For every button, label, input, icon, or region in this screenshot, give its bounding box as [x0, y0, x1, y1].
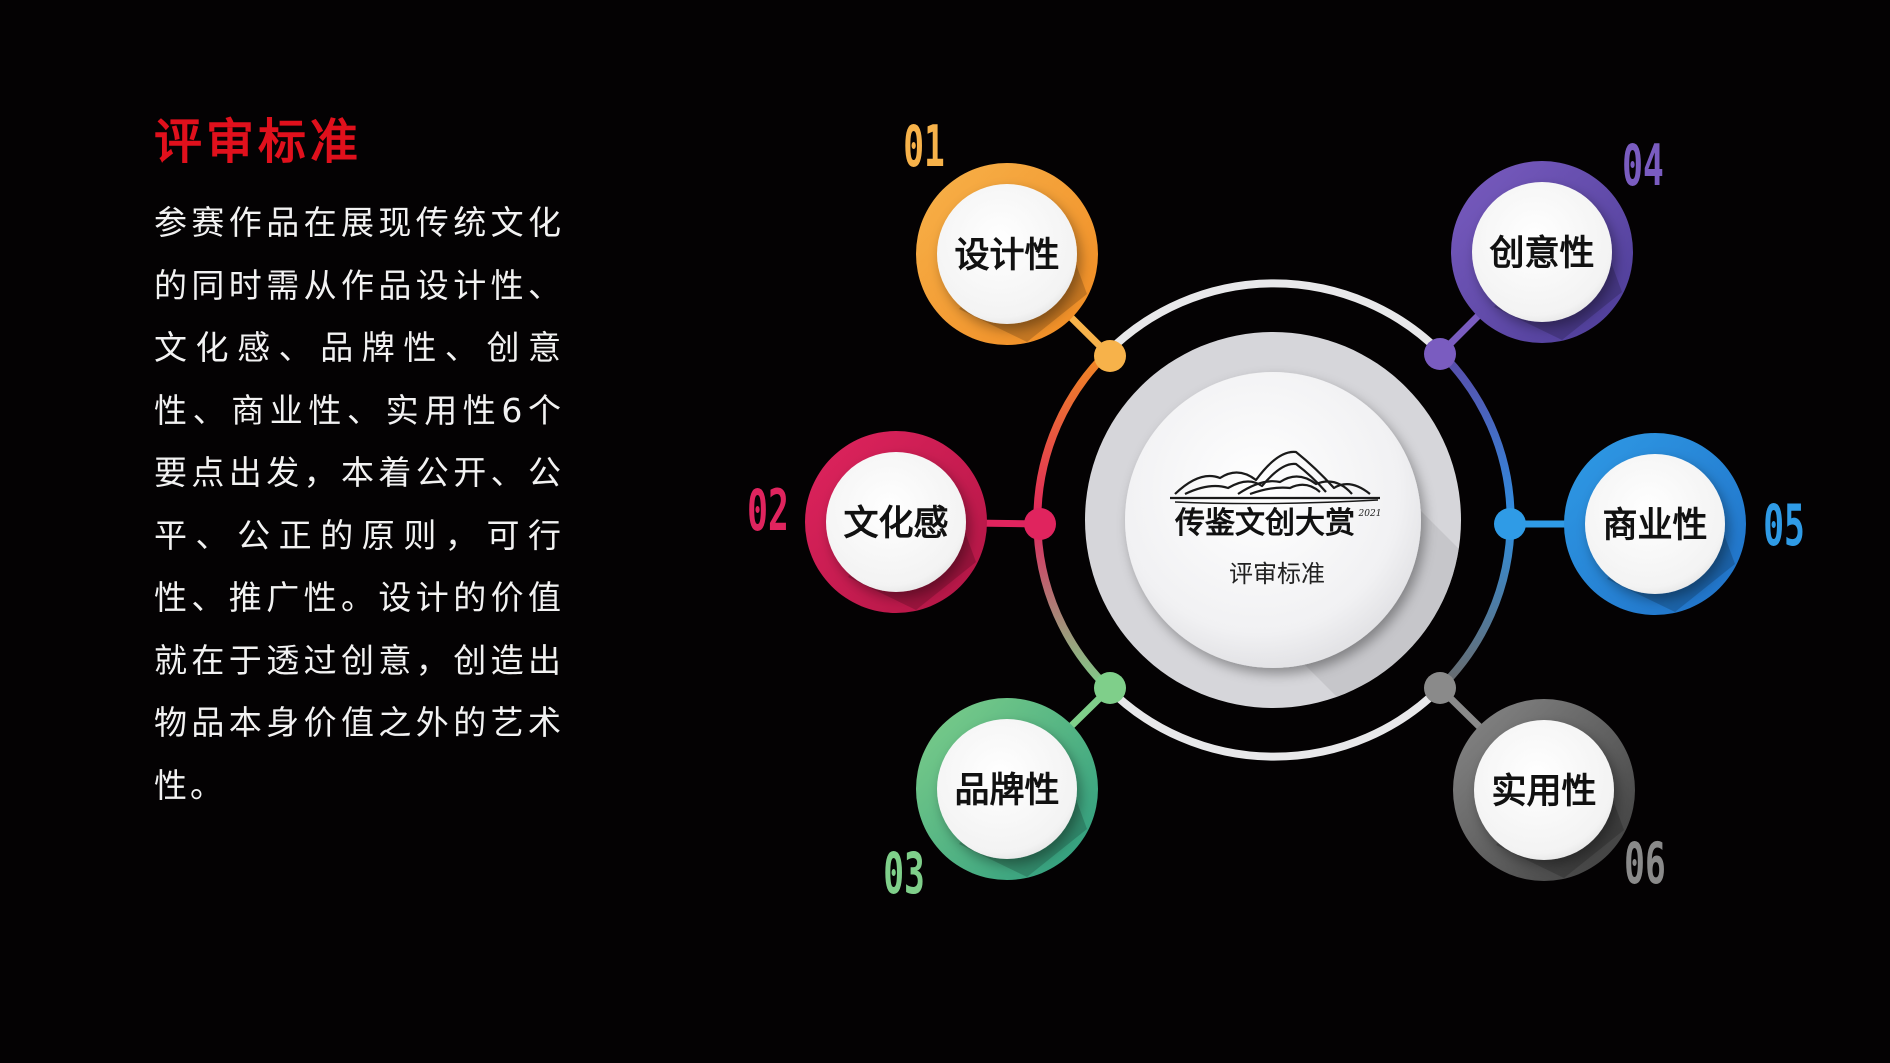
- outer-ring-bottom: [1105, 685, 1443, 761]
- node-face: [826, 452, 966, 592]
- node-face: [1472, 182, 1612, 322]
- node-face: [937, 719, 1077, 859]
- outer-ring-top: [1105, 279, 1443, 355]
- node-label: 品牌性: [954, 770, 1059, 811]
- node-label: 实用性: [1491, 771, 1596, 812]
- node-number: 01: [903, 114, 945, 180]
- left-panel: 评审标准 参赛作品在展现传统文化的同时需从作品设计性、文化感、品牌性、创意性、商…: [154, 112, 564, 817]
- node-label: 商业性: [1602, 505, 1707, 546]
- node-number: 03: [883, 841, 925, 907]
- criterion-node-6: 实用性 06: [1424, 672, 1666, 897]
- center-year: 2021: [1358, 509, 1382, 519]
- node-number: 06: [1624, 831, 1666, 897]
- description-text: 参赛作品在展现传统文化的同时需从作品设计性、文化感、品牌性、创意性、商业性、实用…: [154, 203, 564, 805]
- junction-dot: [1024, 508, 1056, 540]
- criterion-node-4: 创意性 04: [1424, 133, 1664, 370]
- node-face: [1585, 454, 1725, 594]
- page-title: 评审标准: [154, 114, 363, 170]
- node-label: 创意性: [1488, 233, 1594, 274]
- center-subtitle: 评审标准: [1229, 560, 1325, 588]
- node-face: [1474, 720, 1614, 860]
- node-number: 05: [1763, 493, 1805, 559]
- mountain-logo-icon: [1170, 450, 1380, 505]
- node-number: 02: [747, 478, 789, 544]
- center-brand: 传鉴文创大赏: [1174, 506, 1355, 541]
- node-label: 设计性: [954, 235, 1059, 276]
- criterion-node-1: 设计性 01: [903, 114, 1126, 372]
- node-label: 文化感: [843, 503, 948, 544]
- criterion-node-3: 品牌性 03: [883, 672, 1126, 907]
- junction-dot: [1094, 672, 1126, 704]
- node-face: [937, 184, 1077, 324]
- junction-dot: [1094, 340, 1126, 372]
- nodes-layer: 设计性 01 文化感 02 品牌性 03 创意性 04 商业性 05 实用性 06: [747, 114, 1805, 907]
- junction-dot: [1424, 672, 1456, 704]
- criterion-node-2: 文化感 02: [747, 431, 1056, 613]
- junction-dot: [1494, 508, 1526, 540]
- criterion-node-5: 商业性 05: [1494, 433, 1805, 615]
- junction-dot: [1424, 338, 1456, 370]
- center-disc: [1085, 332, 1461, 708]
- node-number: 04: [1622, 133, 1664, 199]
